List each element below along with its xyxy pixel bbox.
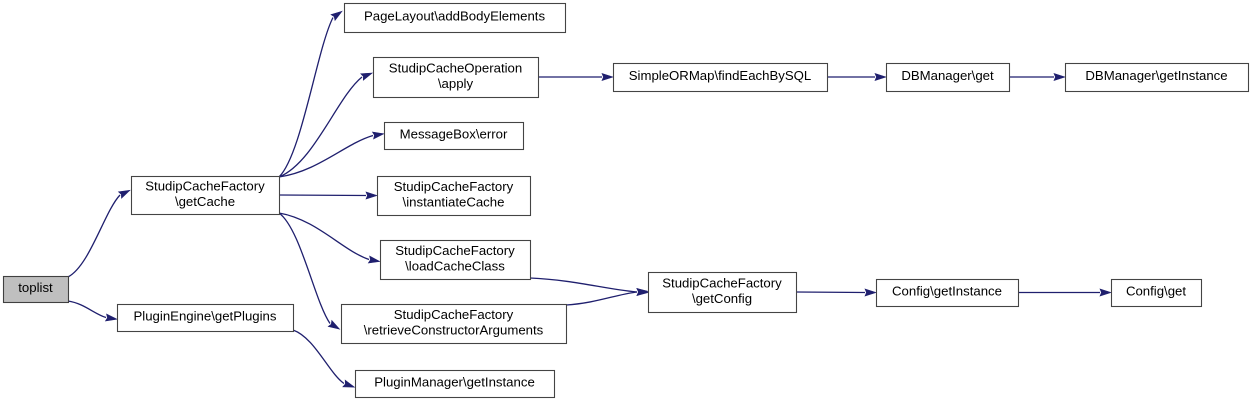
call-edge (292, 329, 356, 388)
edge-line (278, 76, 363, 178)
edge-line (529, 277, 638, 293)
node-box[interactable] (343, 2, 567, 34)
node-box[interactable] (376, 175, 532, 217)
edge-arrowhead (864, 288, 877, 297)
edge-line (292, 329, 345, 385)
graph-node-retrieveConstructorArguments[interactable]: StudipCacheFactory\retrieveConstructorAr… (340, 303, 568, 345)
node-label: PluginEngine\getPlugins (134, 309, 277, 324)
edge-arrowhead (104, 313, 118, 322)
node-label: StudipCacheFactory\loadCacheClass (395, 243, 515, 274)
call-edge (827, 73, 887, 81)
node-label: StudipCacheFactory\getCache (145, 179, 265, 210)
edge-arrowhead (1053, 73, 1066, 81)
node-label: StudipCacheOperation\apply (389, 61, 522, 92)
edge-arrowhead (1099, 288, 1112, 297)
edge-arrowhead (601, 73, 614, 81)
graph-node-findEachBySQL[interactable]: SimpleORMap\findEachBySQL (612, 62, 829, 93)
call-edge (67, 189, 131, 278)
node-label: Config\getInstance (892, 284, 1002, 299)
edge-line (278, 212, 331, 324)
graph-node-getPlugins[interactable]: PluginEngine\getPlugins (116, 303, 295, 333)
edge-arrowhead (874, 73, 887, 81)
graph-node-getConfig[interactable]: StudipCacheFactory\getConfig (647, 271, 798, 314)
node-box[interactable] (1064, 62, 1250, 93)
node-box[interactable] (354, 369, 556, 399)
edge-line (67, 300, 107, 319)
node-label: DBManager\get (901, 68, 994, 83)
edge-line (278, 134, 374, 178)
graph-node-messageBoxError[interactable]: MessageBox\error (383, 121, 525, 151)
edge-arrowhead (342, 379, 356, 388)
node-label: StudipCacheFactory\instantiateCache (394, 179, 514, 210)
node-label: MessageBox\error (400, 127, 508, 142)
node-box[interactable] (340, 303, 568, 345)
call-edge (565, 288, 649, 306)
edge-line (278, 194, 367, 197)
edge-arrowhead (117, 189, 131, 199)
node-label: StudipCacheFactory\getConfig (662, 276, 782, 307)
node-box[interactable] (612, 62, 829, 93)
graph-node-configGet[interactable]: Config\get (1110, 278, 1203, 308)
call-edge (538, 73, 614, 81)
node-box[interactable] (2, 275, 70, 304)
graph-node-dbManagerGetInstance[interactable]: DBManager\getInstance (1064, 62, 1250, 93)
graph-node-pluginManagerGetInstance[interactable]: PluginManager\getInstance (354, 369, 556, 399)
node-label: toplist (18, 280, 53, 295)
call-edge (795, 288, 877, 297)
graph-node-getCache[interactable]: StudipCacheFactory\getCache (130, 175, 281, 216)
node-label: SimpleORMap\findEachBySQL (629, 68, 812, 83)
call-edge (278, 212, 381, 264)
node-box[interactable] (875, 278, 1020, 308)
edge-line (278, 17, 334, 178)
graph-node-configGetInstance[interactable]: Config\getInstance (875, 278, 1020, 308)
graph-node-loadCacheClass[interactable]: StudipCacheFactory\loadCacheClass (379, 239, 532, 281)
edge-line (67, 194, 121, 278)
node-box[interactable] (116, 303, 295, 333)
node-label: Config\get (1126, 284, 1186, 299)
edge-layer (67, 10, 1112, 388)
edge-arrowhead (365, 191, 378, 200)
graph-node-instantiateCache[interactable]: StudipCacheFactory\instantiateCache (376, 175, 532, 217)
edge-line (795, 291, 866, 294)
edge-arrowhead (636, 288, 649, 297)
call-edge (67, 300, 118, 322)
call-edge (278, 10, 343, 178)
call-edge (1018, 288, 1112, 297)
edge-line (565, 291, 638, 306)
edge-arrowhead (327, 319, 341, 330)
graph-node-toplist[interactable]: toplist (2, 275, 70, 304)
edge-arrowhead (330, 10, 343, 22)
node-box[interactable] (885, 62, 1011, 93)
edge-line (278, 212, 370, 261)
call-edge (278, 131, 385, 178)
graph-node-dbManagerGet[interactable]: DBManager\get (885, 62, 1011, 93)
call-edge (278, 212, 341, 330)
graph-node-apply[interactable]: StudipCacheOperation\apply (372, 56, 540, 99)
node-box[interactable] (379, 239, 532, 281)
node-box[interactable] (647, 271, 798, 314)
call-edge (278, 191, 378, 200)
edge-arrowhead (367, 255, 381, 264)
node-box[interactable] (1110, 278, 1203, 308)
node-box[interactable] (383, 121, 525, 151)
node-label: PageLayout\addBodyElements (364, 9, 545, 24)
edge-arrowhead (371, 131, 385, 140)
node-box[interactable] (130, 175, 281, 216)
call-edge (278, 72, 374, 178)
node-label: DBManager\getInstance (1085, 68, 1227, 83)
graph-node-addBodyElements[interactable]: PageLayout\addBodyElements (343, 2, 567, 34)
call-edge (1009, 73, 1066, 81)
node-box[interactable] (372, 56, 540, 99)
node-label: StudipCacheFactory\retrieveConstructorAr… (364, 307, 544, 338)
edge-arrowhead (360, 72, 374, 81)
node-label: PluginManager\getInstance (374, 375, 535, 390)
